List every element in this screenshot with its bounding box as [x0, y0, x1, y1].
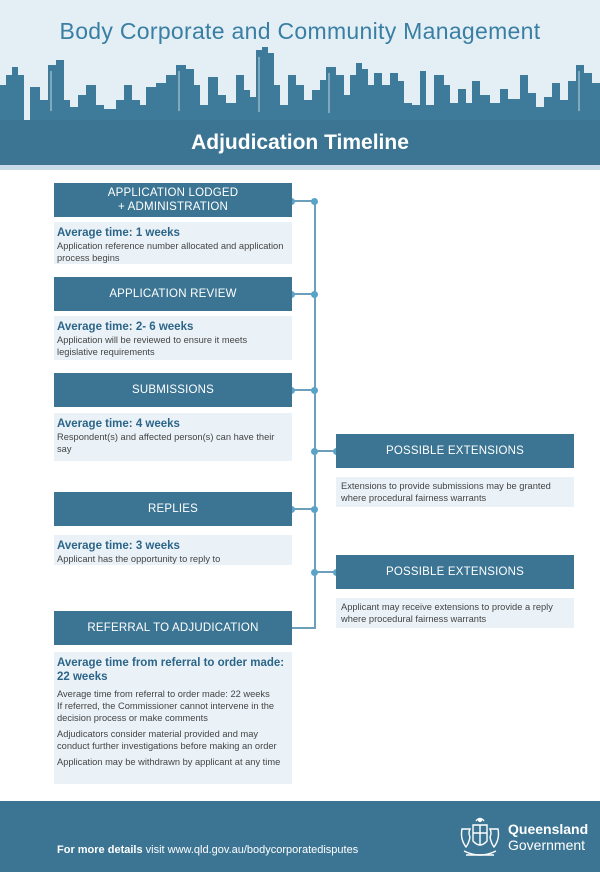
- step-title-line: + ADMINISTRATION: [117, 201, 228, 213]
- timeline-dot: [311, 506, 318, 513]
- timeline-dot: [311, 448, 318, 455]
- step-detail-application-lodged: Average time: 1 weeks Application refere…: [54, 222, 292, 264]
- step-description: Application will be reviewed to ensure i…: [57, 335, 248, 357]
- title-band: [0, 120, 600, 165]
- step-title-line: APPLICATION LODGED: [107, 187, 239, 199]
- step-detail-application-review: Average time: 2- 6 weeks Application wil…: [54, 316, 292, 360]
- step-replies: REPLIES: [54, 492, 292, 526]
- step-title-line: REPLIES: [148, 503, 198, 515]
- step-description: Adjudicators consider material provided …: [57, 729, 277, 751]
- step-detail-replies: Average time: 3 weeks Applicant has the …: [54, 535, 292, 565]
- step-title-line: REFERRAL TO ADJUDICATION: [87, 622, 259, 634]
- gov-line-1: Queensland: [508, 821, 589, 837]
- possible-extensions-replies: POSSIBLE EXTENSIONS: [336, 555, 574, 589]
- extension-detail-replies: Applicant may receive extensions to prov…: [336, 598, 574, 628]
- step-detail-submissions: Average time: 4 weeks Respondent(s) and …: [54, 413, 292, 461]
- timeline-connector: [292, 200, 314, 202]
- step-description: If referred, the Commissioner cannot int…: [57, 701, 275, 723]
- step-application-lodged: APPLICATION LODGED + ADMINISTRATION: [54, 183, 292, 217]
- timeline-dot: [311, 569, 318, 576]
- step-description: Applicant has the opportunity to reply t…: [57, 554, 221, 564]
- gov-line-2: Government: [508, 837, 586, 853]
- footer-details: For more details visit www.qld.gov.au/bo…: [57, 844, 358, 856]
- step-description: Application reference number allocated a…: [57, 241, 284, 263]
- average-time: Average time: 4 weeks: [57, 418, 180, 430]
- step-description: Respondent(s) and affected person(s) can…: [57, 432, 275, 454]
- step-description: Application may be withdrawn by applican…: [57, 757, 281, 767]
- title-band-strip: [0, 165, 600, 170]
- average-time: Average time: 2- 6 weeks: [57, 321, 194, 333]
- step-application-review: APPLICATION REVIEW: [54, 277, 292, 311]
- timeline-dot: [311, 198, 318, 205]
- step-detail-referral-to-adjudication: Average time from referral to order made…: [54, 652, 292, 784]
- header: Body Corporate and Community Management …: [0, 0, 600, 170]
- step-title-line: SUBMISSIONS: [131, 384, 215, 396]
- timeline-connector: [292, 627, 314, 629]
- possible-extensions-submissions: POSSIBLE EXTENSIONS: [336, 434, 574, 468]
- step-referral-to-adjudication: REFERRAL TO ADJUDICATION: [54, 611, 292, 645]
- page-title: Adjudication Timeline: [191, 131, 409, 154]
- extension-detail-submissions: Extensions to provide submissions may be…: [336, 477, 574, 507]
- step-description: Average time from referral to order made…: [57, 689, 270, 699]
- org-title: Body Corporate and Community Management: [59, 18, 541, 44]
- queensland-coat-of-arms-icon: [460, 817, 500, 856]
- average-time: Average time: 3 weeks: [57, 540, 180, 552]
- timeline-dot: [311, 387, 318, 394]
- timeline-connector: [292, 293, 314, 295]
- timeline-vertical-line: [314, 201, 316, 629]
- step-submissions: SUBMISSIONS: [54, 373, 292, 407]
- average-time: Average time: 1 weeks: [57, 227, 180, 239]
- timeline-connector: [292, 389, 314, 391]
- footer: For more details visit www.qld.gov.au/bo…: [0, 801, 600, 872]
- step-title-line: APPLICATION REVIEW: [109, 288, 237, 300]
- average-time: Average time from referral to order made…: [57, 657, 285, 683]
- timeline-connector: [292, 508, 314, 510]
- timeline-dot: [311, 291, 318, 298]
- queensland-government-logo-text: Queensland Government: [508, 821, 588, 853]
- extension-connector: [316, 450, 336, 452]
- footer-details-bold: For more details: [57, 844, 143, 856]
- footer-details-link[interactable]: visit www.qld.gov.au/bodycorporatedisput…: [142, 844, 359, 856]
- extension-connector: [316, 571, 336, 573]
